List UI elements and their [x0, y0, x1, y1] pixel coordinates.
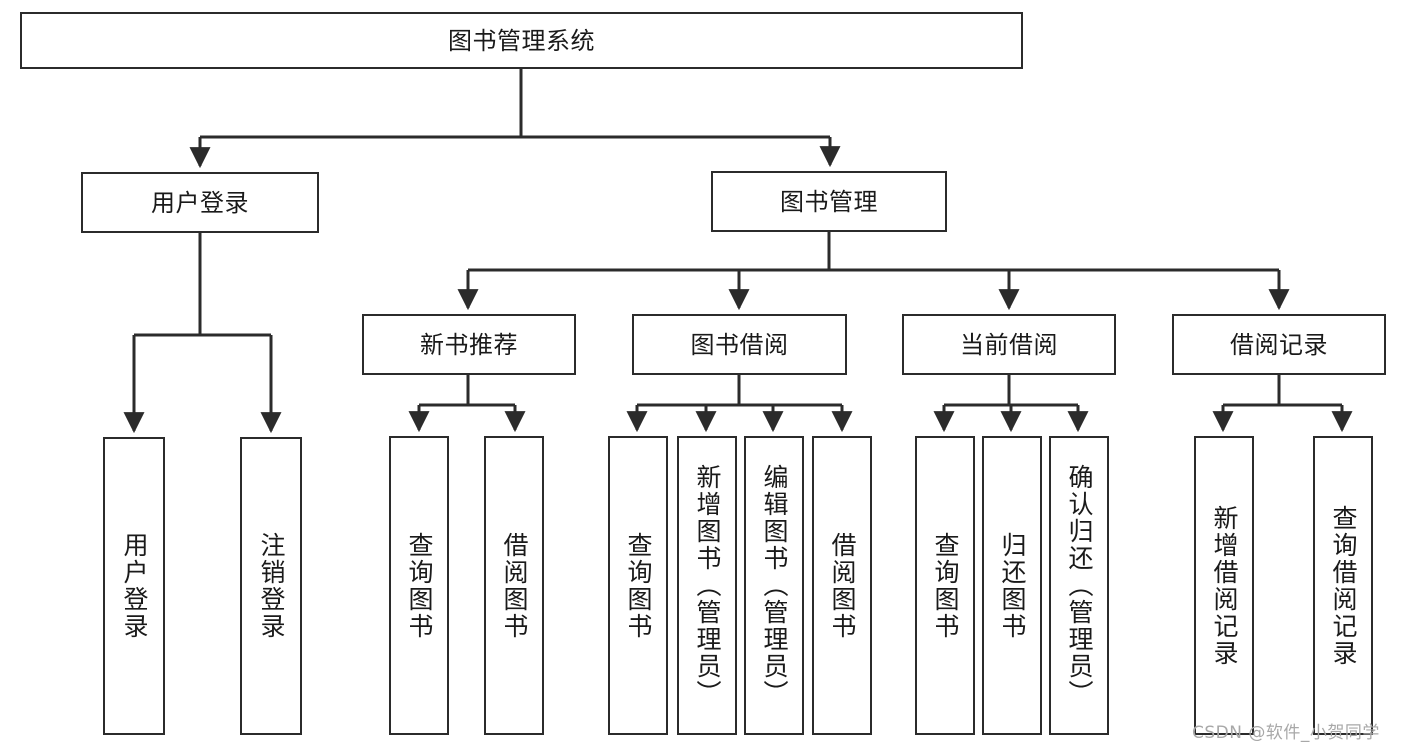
node-user-login[interactable]: 用户登录 — [81, 172, 319, 233]
node-leaf-add-book-admin[interactable]: 新增图书（管理员） — [677, 436, 737, 735]
node-book-manage-label: 图书管理 — [780, 187, 878, 216]
node-leaf-edit-book-admin[interactable]: 编辑图书（管理员） — [744, 436, 804, 735]
node-leaf-return-book[interactable]: 归还图书 — [982, 436, 1042, 735]
node-leaf-add-book-admin-label: 新增图书（管理员） — [693, 464, 722, 707]
node-leaf-return-book-label: 归还图书 — [998, 531, 1027, 640]
node-leaf-query-book-3[interactable]: 查询图书 — [915, 436, 975, 735]
node-leaf-borrow-book-1[interactable]: 借阅图书 — [484, 436, 544, 735]
node-current-borrow[interactable]: 当前借阅 — [902, 314, 1116, 375]
watermark-text: CSDN @软件_小贺同学 — [1192, 723, 1380, 743]
node-leaf-add-borrow-record-label: 新增借阅记录 — [1210, 504, 1239, 667]
node-book-borrow-label: 图书借阅 — [690, 330, 789, 359]
node-leaf-edit-book-admin-label: 编辑图书（管理员） — [760, 464, 789, 707]
node-leaf-query-book-2[interactable]: 查询图书 — [608, 436, 668, 735]
node-current-borrow-label: 当前借阅 — [960, 330, 1058, 359]
node-root-label: 图书管理系统 — [448, 26, 595, 55]
node-leaf-query-borrow-record[interactable]: 查询借阅记录 — [1313, 436, 1373, 735]
node-leaf-confirm-return-admin-label: 确认归还（管理员） — [1065, 464, 1094, 707]
node-borrow-record-label: 借阅记录 — [1230, 330, 1328, 359]
node-leaf-borrow-book-2[interactable]: 借阅图书 — [812, 436, 872, 735]
node-new-book-recommend-label: 新书推荐 — [420, 330, 518, 359]
node-leaf-user-login-label: 用户登录 — [120, 532, 149, 640]
node-leaf-confirm-return-admin[interactable]: 确认归还（管理员） — [1049, 436, 1109, 735]
node-leaf-add-borrow-record[interactable]: 新增借阅记录 — [1194, 436, 1254, 735]
node-leaf-query-book-3-label: 查询图书 — [931, 531, 960, 640]
node-leaf-borrow-book-1-label: 借阅图书 — [500, 531, 529, 640]
node-book-borrow[interactable]: 图书借阅 — [632, 314, 847, 375]
node-user-login-label: 用户登录 — [151, 188, 249, 217]
node-leaf-user-login[interactable]: 用户登录 — [103, 437, 165, 735]
node-new-book-recommend[interactable]: 新书推荐 — [362, 314, 576, 375]
node-leaf-logout-label: 注销登录 — [257, 532, 286, 640]
node-leaf-logout[interactable]: 注销登录 — [240, 437, 302, 735]
node-leaf-query-book-2-label: 查询图书 — [624, 531, 653, 640]
node-borrow-record[interactable]: 借阅记录 — [1172, 314, 1386, 375]
node-leaf-query-book-1[interactable]: 查询图书 — [389, 436, 449, 735]
node-leaf-query-book-1-label: 查询图书 — [405, 531, 434, 640]
node-leaf-query-borrow-record-label: 查询借阅记录 — [1329, 504, 1358, 667]
node-book-manage[interactable]: 图书管理 — [711, 171, 947, 232]
node-leaf-borrow-book-2-label: 借阅图书 — [828, 531, 857, 640]
node-root[interactable]: 图书管理系统 — [20, 12, 1023, 69]
